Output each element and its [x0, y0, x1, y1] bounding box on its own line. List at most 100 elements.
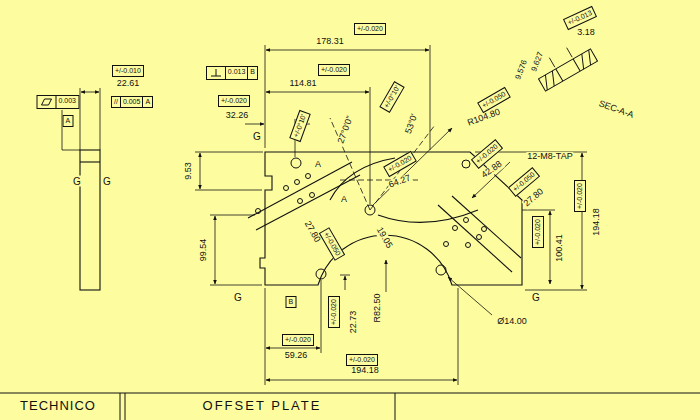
dimension-line	[195, 152, 263, 190]
hole-symbol	[482, 227, 487, 232]
hole-symbol	[466, 243, 471, 248]
tolerance-box: +/-0.020	[532, 216, 544, 248]
dimension-line	[266, 50, 429, 51]
section-view	[540, 50, 595, 90]
dimension-value: 9.576	[514, 58, 530, 82]
dimension-line	[266, 380, 457, 381]
tolerance-text: 0.003	[57, 96, 79, 108]
tolerance-box: +/-0.013	[563, 6, 597, 30]
dimension-value: 27°0'0"	[336, 114, 356, 146]
hole-symbol	[464, 218, 469, 223]
control-frame: 0.013B	[206, 66, 258, 80]
flatness-symbol	[42, 99, 52, 105]
dimension-line	[266, 348, 320, 349]
title-block	[0, 393, 700, 420]
flatness-symbol	[38, 96, 57, 108]
tolerance-text: 0.013	[226, 67, 248, 79]
dimension-value: 99.54	[199, 238, 209, 263]
tolerance-box: +/-0.050	[319, 227, 345, 261]
hole-symbol	[284, 186, 289, 191]
hole-symbol	[453, 226, 458, 231]
dimension-value: A	[340, 195, 348, 205]
section-view	[532, 38, 597, 91]
dimension-value: 12-M8-TAP	[526, 152, 573, 162]
leader-line	[448, 277, 492, 315]
tolerance-box: B	[286, 296, 297, 308]
hole-symbol	[444, 242, 449, 247]
dimension-value: 194.18	[592, 207, 602, 237]
hole-symbol	[477, 235, 482, 240]
perpendicular-symbol	[211, 69, 221, 76]
dimension-line	[265, 45, 430, 150]
tolerance-box: +/-0.020	[328, 296, 340, 328]
dimension-line	[458, 288, 459, 385]
dimension-value: G	[233, 292, 243, 303]
hole-symbol	[295, 180, 300, 185]
dimension-line	[340, 275, 350, 276]
dimension-value: 27.80	[521, 186, 546, 209]
dimension-value: R82.50	[373, 292, 383, 323]
dimension-line	[266, 92, 369, 93]
dimension-line	[62, 110, 80, 150]
perpendicular-symbol	[207, 67, 226, 79]
part-outline	[378, 210, 478, 222]
side-view	[80, 150, 100, 290]
tolerance-text: +/-0.020	[219, 96, 249, 106]
tolerance-box: A	[63, 115, 74, 127]
dimension-value: A	[314, 160, 322, 170]
leader-line	[386, 260, 387, 292]
hole-symbol	[291, 158, 301, 168]
title-block	[0, 393, 700, 420]
dimension-value: 22.73	[349, 310, 359, 335]
dimension-value: 32.26	[225, 111, 250, 121]
dimension-value: G	[252, 131, 262, 142]
tolerance-text: //	[112, 97, 120, 107]
dimension-line	[245, 124, 264, 125]
dimension-line	[345, 276, 346, 290]
tolerance-box: +/-0.020	[354, 23, 386, 35]
leader-line	[372, 128, 452, 206]
tolerance-text: 0.005	[120, 97, 143, 107]
dimension-value: 114.81	[289, 79, 318, 89]
tolerance-box: +/-0.020	[318, 64, 350, 76]
hole-symbol	[306, 174, 311, 179]
section-view	[539, 49, 598, 91]
hole-symbol	[462, 160, 470, 168]
center-line	[370, 125, 435, 210]
tolerance-box: +/-0.010	[112, 65, 144, 77]
tolerance-text: +/-0°10'	[291, 111, 310, 141]
dimension-value: 59.26	[284, 351, 309, 361]
tolerance-box: +/-0.020	[282, 334, 314, 346]
dimension-value: 19.05	[374, 225, 395, 251]
dimension-line	[550, 211, 551, 284]
tolerance-box: +/-0.020	[574, 180, 586, 212]
dimension-value: 9.627	[530, 50, 546, 74]
tolerance-text: +/-0.050	[320, 229, 344, 260]
tolerance-text: +/-0.020	[329, 297, 339, 327]
part-outline	[248, 162, 352, 218]
hole-symbol	[256, 209, 261, 214]
tolerance-box: +/-0°10'	[379, 81, 404, 113]
tolerance-text: +/-0.013	[564, 7, 595, 29]
tolerance-text: +/-0°10'	[381, 82, 404, 111]
dimension-value: 3.18	[576, 28, 596, 38]
control-frame: //0.005A	[111, 96, 153, 108]
tolerance-text: A	[142, 97, 152, 107]
dimension-value: 22.61	[116, 79, 141, 89]
dimension-line	[62, 45, 587, 385]
dimension-line	[81, 92, 99, 93]
dimension-line	[215, 216, 216, 284]
dimension-line	[210, 215, 262, 285]
tolerance-text: A	[64, 116, 73, 126]
leader-line	[372, 128, 510, 315]
tolerance-text: +/-0.020	[575, 181, 585, 211]
tolerance-text: +/-0.020	[385, 152, 416, 176]
tolerance-box: 0.003	[37, 95, 80, 109]
tolerance-text: +/-0.020	[355, 24, 385, 34]
tolerance-box: +/-0.020	[218, 95, 250, 107]
dimension-line	[475, 152, 587, 290]
tolerance-box: +/-0.020	[346, 354, 378, 366]
dimension-line	[80, 88, 100, 150]
dimension-value: G	[72, 176, 82, 187]
hole-symbol	[298, 199, 303, 204]
